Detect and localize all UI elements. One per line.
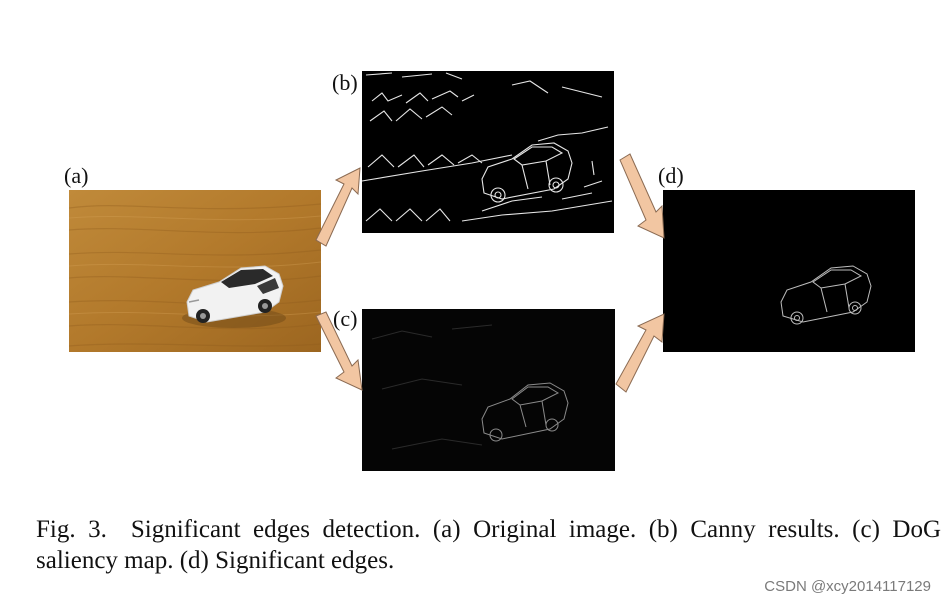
panel-label-c: (c) bbox=[333, 306, 358, 331]
csdn-watermark: CSDN @xcy2014117129 bbox=[764, 578, 931, 595]
panel-label-d: (d) bbox=[658, 163, 684, 188]
arrow-c-to-d bbox=[615, 313, 665, 393]
panel-label-a: (a) bbox=[64, 163, 89, 188]
toy-car bbox=[182, 265, 286, 328]
canny-results-panel bbox=[362, 71, 614, 233]
car-saliency-outline bbox=[481, 382, 569, 442]
arrow-a-to-b bbox=[315, 167, 361, 247]
original-image-panel bbox=[69, 190, 321, 352]
caption-text: Significant edges detection. (a) Origina… bbox=[36, 516, 941, 574]
panel-label-b: (b) bbox=[332, 70, 358, 95]
figure-number: Fig. 3. bbox=[36, 516, 107, 543]
canny-edge-map bbox=[362, 71, 614, 233]
significant-edges-panel bbox=[663, 190, 915, 352]
dog-saliency-map bbox=[362, 309, 615, 471]
arrow-a-to-c bbox=[315, 311, 363, 391]
significant-edges-map bbox=[663, 190, 915, 352]
original-image bbox=[69, 190, 321, 352]
dog-saliency-panel bbox=[362, 309, 615, 471]
arrow-b-to-d bbox=[619, 153, 665, 239]
figure-caption: Fig. 3.Significant edges detection. (a) … bbox=[36, 514, 941, 576]
